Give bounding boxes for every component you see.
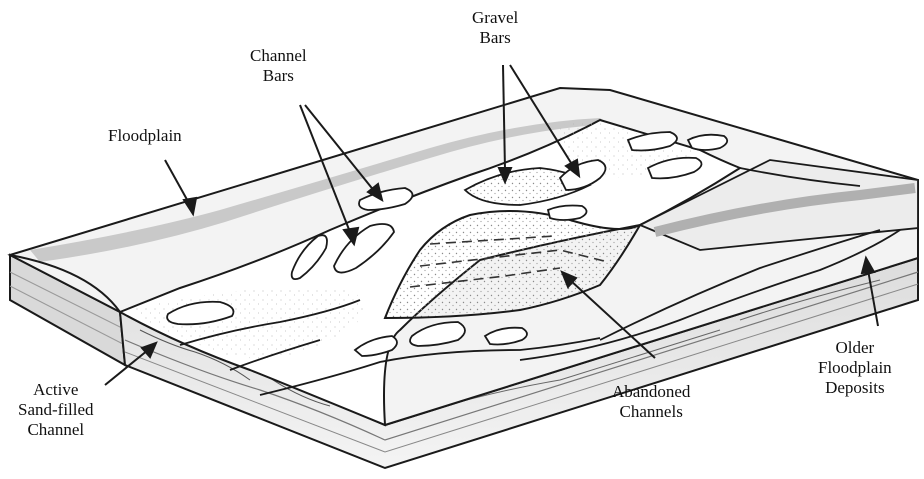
label-active-channel: Active Sand-filled Channel bbox=[18, 380, 94, 440]
label-older-line3: Deposits bbox=[818, 378, 892, 398]
label-channel-bars: Channel Bars bbox=[250, 46, 307, 86]
label-active-line3: Channel bbox=[18, 420, 94, 440]
label-abandoned-line1: Abandoned bbox=[612, 382, 690, 402]
label-active-line2: Sand-filled bbox=[18, 400, 94, 420]
label-gravel-bars-line2: Bars bbox=[472, 28, 518, 48]
label-gravel-bars: Gravel Bars bbox=[472, 8, 518, 48]
label-older-line1: Older bbox=[818, 338, 892, 358]
label-active-line1: Active bbox=[18, 380, 94, 400]
label-floodplain: Floodplain bbox=[108, 126, 182, 146]
label-older-line2: Floodplain bbox=[818, 358, 892, 378]
label-older-floodplain-deposits: Older Floodplain Deposits bbox=[818, 338, 892, 398]
label-channel-bars-line2: Bars bbox=[250, 66, 307, 86]
label-abandoned-line2: Channels bbox=[612, 402, 690, 422]
label-floodplain-text: Floodplain bbox=[108, 126, 182, 145]
label-channel-bars-line1: Channel bbox=[250, 46, 307, 66]
channel-bar bbox=[548, 206, 587, 221]
label-abandoned-channels: Abandoned Channels bbox=[612, 382, 690, 422]
label-gravel-bars-line1: Gravel bbox=[472, 8, 518, 28]
channel-bar bbox=[688, 135, 727, 150]
